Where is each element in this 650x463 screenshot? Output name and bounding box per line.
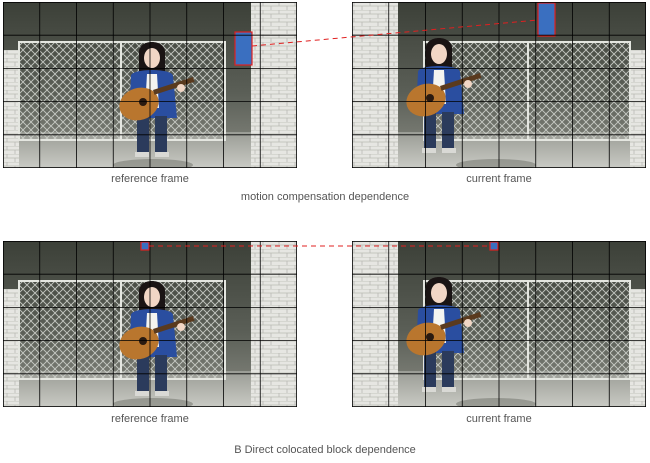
grid-overlay [3, 2, 297, 168]
reference-frame-2-image [3, 241, 297, 407]
current-frame-2-caption: current frame [466, 413, 532, 425]
highlight-block-cur-1 [537, 2, 556, 37]
current-frame-1 [352, 2, 646, 168]
grid-overlay [352, 241, 646, 407]
current-frame-2 [352, 241, 646, 407]
reference-frame-1-caption: reference frame [111, 173, 189, 185]
current-frame-1-image [352, 2, 646, 168]
reference-frame-1 [3, 2, 297, 168]
highlight-block-ref-2 [140, 241, 150, 251]
reference-frame-2 [3, 241, 297, 407]
grid-overlay [3, 241, 297, 407]
reference-frame-1-image [3, 2, 297, 168]
highlight-block-cur-2 [489, 241, 499, 251]
current-frame-2-image [352, 241, 646, 407]
reference-frame-2-caption: reference frame [111, 413, 189, 425]
row-caption-2: B Direct colocated block dependence [234, 444, 416, 456]
current-frame-1-caption: current frame [466, 173, 532, 185]
row-caption-1: motion compensation dependence [240, 191, 410, 203]
highlight-block-ref-1 [234, 31, 253, 66]
